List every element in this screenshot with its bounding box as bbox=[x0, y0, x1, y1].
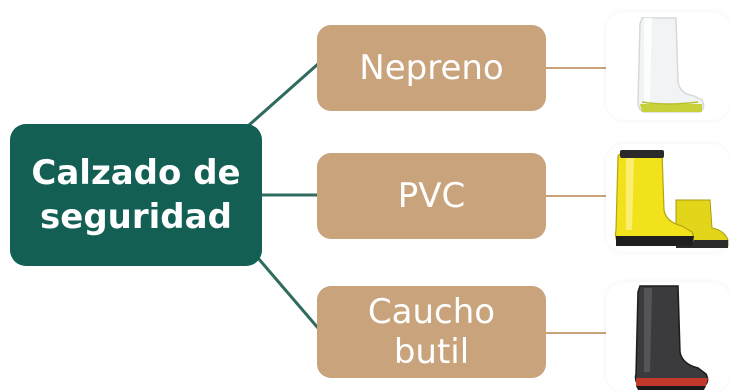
root-label-line-2: seguridad bbox=[40, 197, 232, 237]
black-boot-image bbox=[606, 282, 730, 392]
branch-node-nepreno: Nepreno bbox=[317, 25, 546, 111]
branch-label: Nepreno bbox=[359, 48, 504, 88]
branch-label-line-1: Caucho bbox=[367, 292, 496, 332]
yellow-boot-image bbox=[606, 144, 730, 252]
branch-node-pvc: PVC bbox=[317, 153, 546, 239]
connector-root-caucho bbox=[256, 257, 320, 329]
white-boot-image bbox=[606, 12, 730, 120]
branch-label-line-2: butil bbox=[393, 332, 470, 372]
white-boot-icon bbox=[637, 17, 705, 113]
branch-node-caucho-butil: Caucho butil bbox=[317, 286, 546, 378]
root-label-line-1: Calzado de bbox=[31, 153, 241, 193]
yellow-boot-icon bbox=[614, 150, 729, 248]
connector-root-nepreno bbox=[247, 62, 319, 128]
black-boot-icon bbox=[634, 285, 709, 390]
branch-label: PVC bbox=[397, 176, 466, 216]
root-node-calzado-de-seguridad: Calzado de seguridad bbox=[10, 124, 262, 266]
